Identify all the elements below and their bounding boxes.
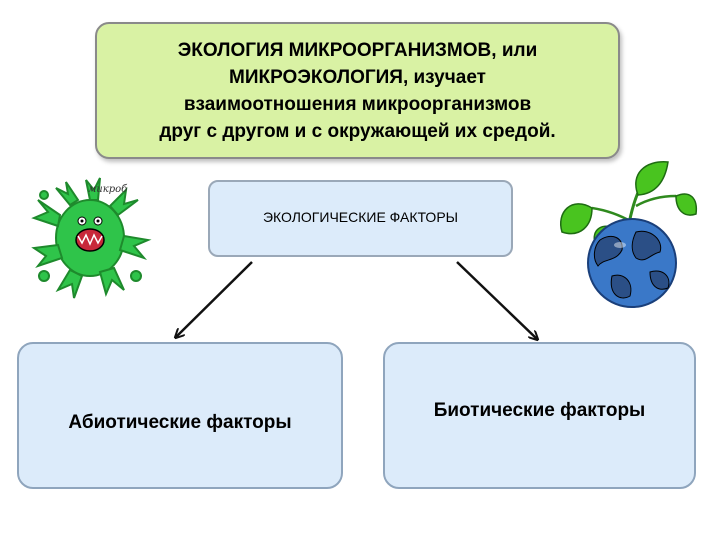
biotic-factors-node: Биотические факторы	[383, 342, 696, 489]
biotic-factors-label: Биотические факторы	[433, 400, 646, 421]
arrow-to-biotic	[456, 261, 537, 339]
microbe-icon	[31, 177, 152, 299]
abiotic-factors-label: Абиотические факторы	[68, 411, 292, 433]
title-line-2: МИКРОЭКОЛОГИЯ, изучает	[229, 66, 486, 88]
title-line-4: друг с другом и с окружающей их средой.	[159, 120, 556, 142]
microbe-caption: микроб	[88, 184, 128, 195]
title-line-1: ЭКОЛОГИЯ МИКРООРГАНИЗМОВ, или	[177, 39, 538, 61]
title-text: ЭКОЛОГИЯ МИКРООРГАНИЗМОВ, или МИКРОЭКОЛО…	[159, 37, 555, 145]
title-line-3: взаимоотношения микроорганизмов	[183, 93, 532, 115]
arrow-to-abiotic	[176, 261, 253, 337]
ecological-factors-node: ЭКОЛОГИЧЕСКИЕ ФАКТОРЫ	[208, 180, 513, 257]
title-box: ЭКОЛОГИЯ МИКРООРГАНИЗМОВ, или МИКРОЭКОЛО…	[95, 22, 620, 159]
abiotic-factors-node: Абиотические факторы	[17, 342, 343, 489]
earth-plant-icon	[560, 161, 698, 308]
ecological-factors-label: ЭКОЛОГИЧЕСКИЕ ФАКТОРЫ	[262, 208, 459, 225]
